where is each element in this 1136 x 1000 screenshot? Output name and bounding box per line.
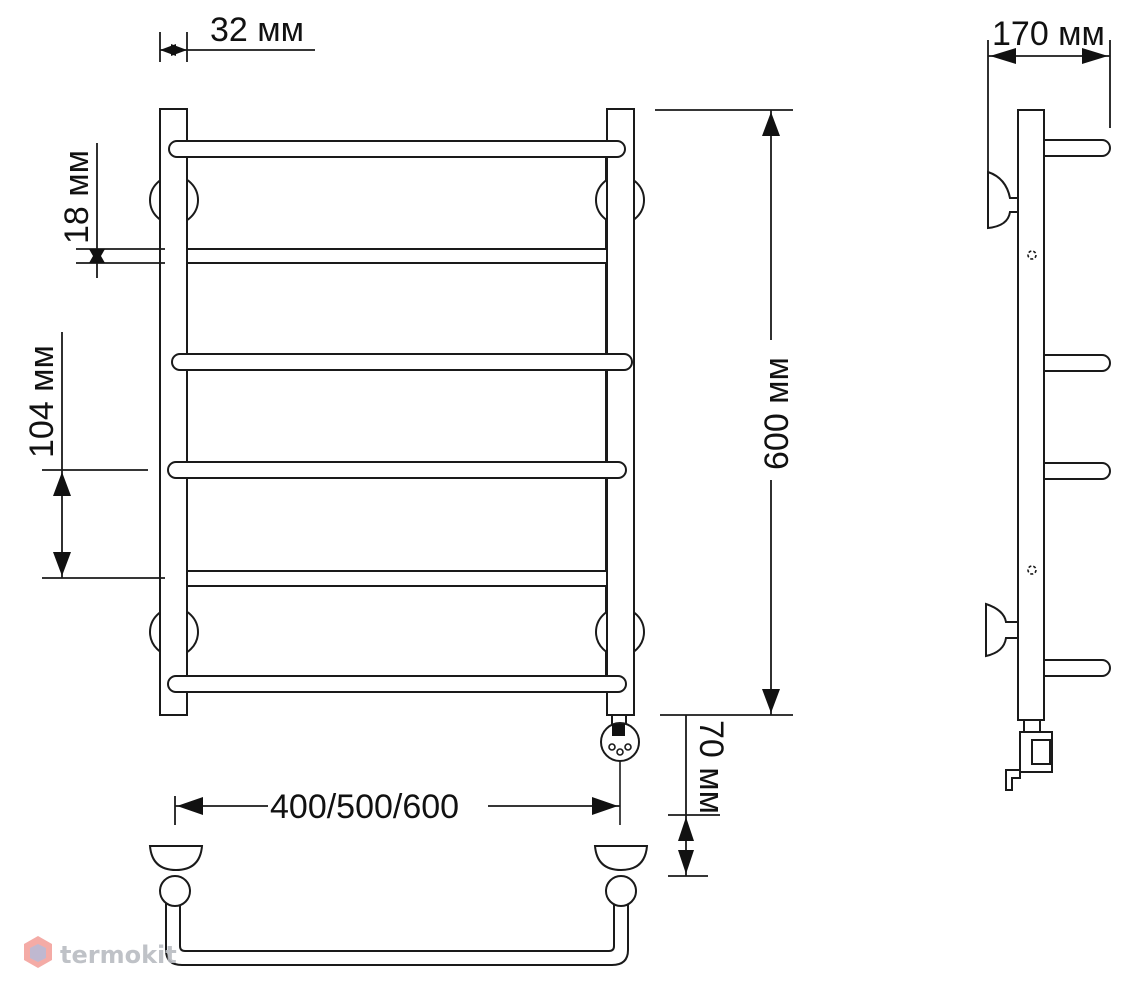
termokit-logo-icon — [24, 936, 52, 968]
left-post — [159, 108, 188, 716]
dim-label-bottom-offset: 70 мм — [692, 720, 730, 814]
rung — [167, 675, 627, 693]
wall-bracket-left — [148, 845, 204, 872]
dim-label-flange-width: 32 мм — [210, 11, 304, 49]
side-bracket-bottom — [985, 602, 1019, 658]
dim-label-width-options: 400/500/600 — [270, 788, 459, 826]
side-post — [1017, 109, 1045, 721]
frame-panel — [185, 262, 607, 360]
right-post — [606, 108, 635, 716]
side-bracket-top — [987, 170, 1019, 230]
frame-panel — [185, 367, 607, 465]
mount-knob-right — [605, 875, 637, 907]
dimension-lines — [42, 32, 1111, 877]
fixing-mark — [1027, 250, 1037, 260]
fixing-mark — [1027, 565, 1037, 575]
dim-label-wall-depth: 170 мм — [992, 15, 1105, 53]
dim-label-total-height: 600 мм — [758, 357, 796, 470]
frame-panel — [185, 585, 607, 682]
heater-thermostat — [600, 714, 640, 825]
wall-bracket-right — [593, 845, 649, 872]
rung — [171, 353, 633, 371]
u-shaped-rung — [165, 889, 629, 966]
frame-panel — [185, 475, 607, 572]
rung — [167, 461, 627, 479]
watermark-brand: termokit — [60, 941, 177, 969]
watermark: termokit — [24, 936, 177, 969]
side-heater — [1005, 719, 1053, 791]
rung — [168, 140, 626, 158]
side-view — [985, 109, 1111, 791]
front-view — [149, 108, 645, 825]
dim-label-gap-small: 18 мм — [58, 150, 96, 244]
mount-knob-left — [159, 875, 191, 907]
dim-label-rung-spacing: 104 мм — [23, 345, 61, 458]
frame-panel — [185, 152, 607, 250]
top-view — [148, 845, 649, 966]
